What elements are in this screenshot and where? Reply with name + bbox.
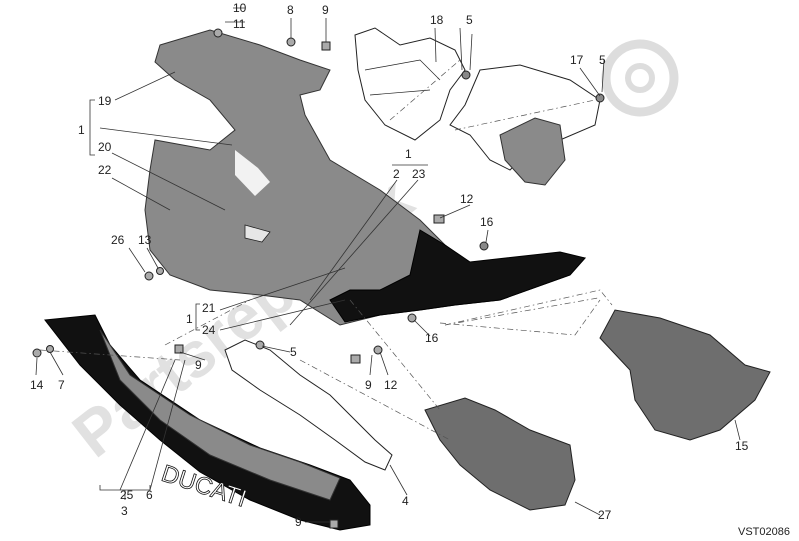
belly-pan-15[interactable] [599,309,771,441]
callout-7[interactable]: 7 [58,378,65,392]
callout-21[interactable]: 21 [202,301,216,315]
callout-9-bottom[interactable]: 9 [295,515,302,529]
callout-1-left[interactable]: 1 [78,123,85,137]
callout-12-low[interactable]: 12 [384,378,398,392]
fairing-white-stripe [235,150,270,196]
diagram-code: VST02086 [738,526,790,538]
callout-13[interactable]: 13 [138,233,152,247]
callout-9-mid[interactable]: 9 [195,358,202,372]
callout-24[interactable]: 24 [202,323,216,337]
callout-5-right[interactable]: 5 [599,53,606,67]
callout-numbers: 10 11 8 9 18 5 17 5 19 1 20 22 1 2 23 12… [30,1,790,538]
callout-1-lower[interactable]: 1 [186,312,193,326]
callout-9-top[interactable]: 9 [322,3,329,17]
callout-11[interactable]: 11 [233,17,246,31]
callout-22[interactable]: 22 [98,163,112,177]
callout-2[interactable]: 2 [393,167,400,181]
leader-lines [35,7,741,523]
lower-duct-27[interactable] [424,397,576,511]
callout-5-low[interactable]: 5 [290,345,297,359]
air-duct-18[interactable] [354,27,466,141]
callout-26[interactable]: 26 [111,233,125,247]
callout-17[interactable]: 17 [570,53,584,67]
callout-20[interactable]: 20 [98,140,112,154]
callout-12-top[interactable]: 12 [460,192,474,206]
callout-19[interactable]: 19 [98,94,112,108]
callout-27[interactable]: 27 [598,508,612,522]
callout-1-mid[interactable]: 1 [405,147,412,161]
callout-15[interactable]: 15 [735,439,749,453]
callout-10[interactable]: 10 [233,1,247,15]
fairing-vent [244,224,271,243]
callout-14[interactable]: 14 [30,378,44,392]
inner-trim-4[interactable] [224,339,393,471]
callout-5-top[interactable]: 5 [466,13,473,27]
assembly-lines [39,59,613,441]
callout-16-top[interactable]: 16 [480,215,494,229]
callout-23[interactable]: 23 [412,167,426,181]
gear-icon [601,39,679,117]
fasteners [32,28,605,529]
lower-side-fairing-black-section [329,229,586,323]
lower-fairing-grey-band [99,329,341,501]
callout-18[interactable]: 18 [430,13,444,27]
callout-6[interactable]: 6 [146,488,153,502]
callout-4[interactable]: 4 [402,494,409,508]
callout-3[interactable]: 3 [121,504,128,518]
inner-panel-mount [499,117,566,186]
callout-9-low[interactable]: 9 [365,378,372,392]
callout-16-low[interactable]: 16 [425,331,439,345]
callout-8[interactable]: 8 [287,3,294,17]
callout-25[interactable]: 25 [120,488,134,502]
